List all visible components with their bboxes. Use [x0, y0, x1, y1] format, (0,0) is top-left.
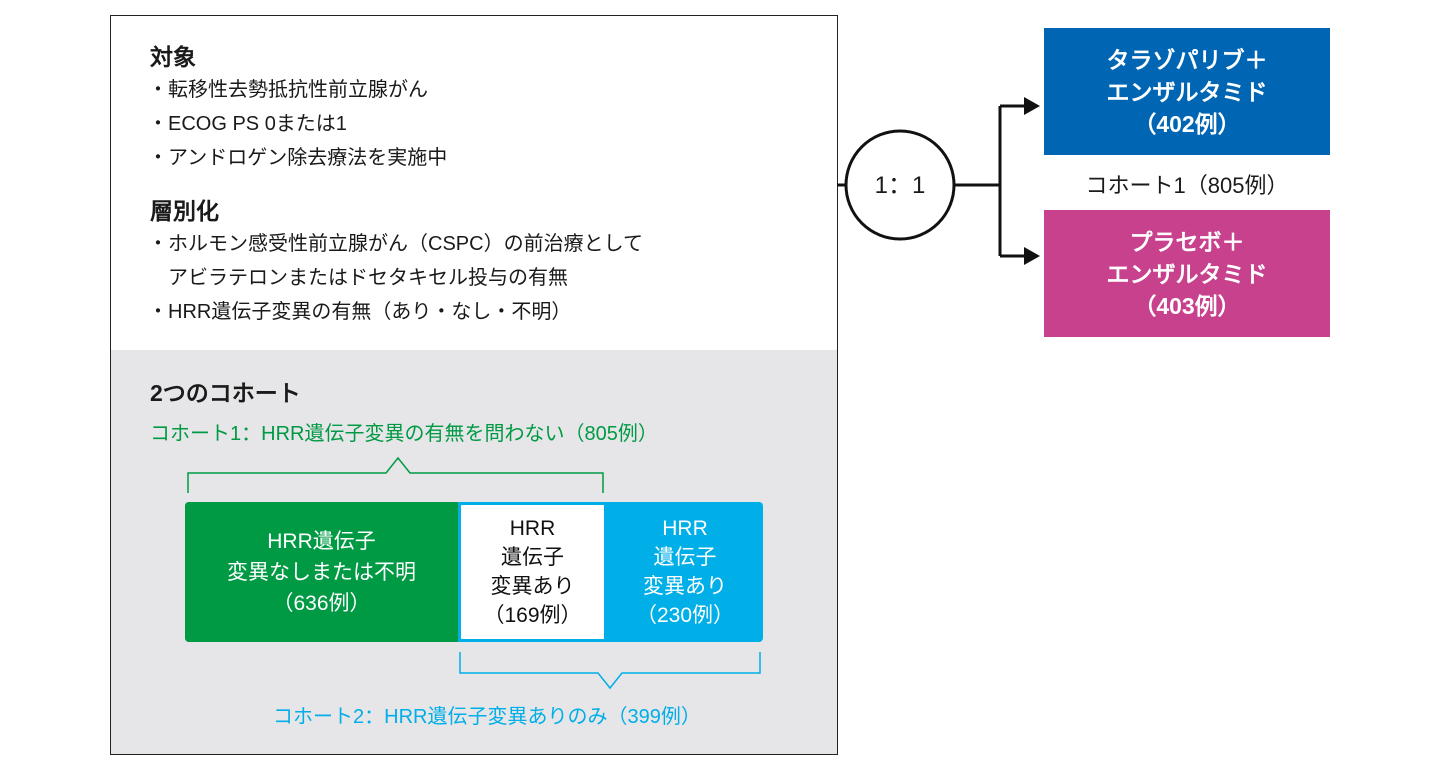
arm-text: （402例）	[1133, 110, 1241, 137]
segment-hrr-negative: HRR遺伝子 変異なしまたは不明 （636例）	[185, 502, 458, 642]
segment-text: 変異なしまたは不明	[227, 560, 416, 584]
arm-text: エンザルタミド	[1106, 260, 1268, 287]
randomization-ratio: 1：1	[874, 171, 926, 199]
arm-text: プラセボ＋	[1129, 228, 1245, 255]
segment-text: （230例）	[635, 604, 735, 627]
list-item: ・ホルモン感受性前立腺がん（CSPC）の前治療として	[148, 233, 643, 255]
segment-text: 遺伝子	[653, 546, 717, 569]
arm-text: エンザルタミド	[1106, 78, 1268, 105]
segment-text: 変異あり	[490, 575, 575, 598]
arm-placebo: プラセボ＋ エンザルタミド （403例）	[1044, 210, 1330, 337]
arm-talazoparib: タラゾパリブ＋ エンザルタミド （402例）	[1044, 28, 1330, 155]
cohort1-bracket	[187, 456, 604, 493]
stratification-list: ・ホルモン感受性前立腺がん（CSPC）の前治療として アビラテロンまたはドセタキ…	[148, 227, 643, 329]
segment-text: （636例）	[272, 591, 371, 615]
arrow-icon	[1024, 97, 1040, 115]
list-item: ・アンドロゲン除去療法を実施中	[148, 147, 448, 169]
cohort2-label: コホート2：HRR遺伝子変異ありのみ（399例）	[273, 706, 701, 728]
eligibility-list: ・転移性去勢抵抗性前立腺がん ・ECOG PS 0または1 ・アンドロゲン除去療…	[148, 73, 447, 175]
arrow-icon	[1024, 247, 1040, 265]
stratification-title: 層別化	[150, 198, 219, 224]
list-item: ・HRR遺伝子変異の有無（あり・なし・不明）	[148, 301, 572, 323]
list-item: ・転移性去勢抵抗性前立腺がん	[148, 79, 428, 101]
arms-caption: コホート1（805例）	[1085, 172, 1289, 198]
list-item: アビラテロンまたはドセタキセル投与の有無	[148, 267, 568, 289]
eligibility-title: 対象	[150, 44, 196, 70]
segment-text: HRR	[509, 517, 556, 540]
cohorts-title: 2つのコホート	[150, 380, 301, 406]
cohort2-bracket	[459, 652, 761, 690]
arm-text: （403例）	[1133, 292, 1241, 319]
segment-text: 変異あり	[643, 575, 727, 598]
segment-text: HRR遺伝子	[267, 529, 376, 553]
segment-hrr-positive-cohort1: HRR 遺伝子 変異あり （169例）	[461, 505, 604, 639]
segment-text: HRR	[662, 517, 708, 540]
cohort1-label: コホート1：HRR遺伝子変異の有無を問わない（805例）	[150, 423, 658, 445]
arm-text: タラゾパリブ＋	[1106, 46, 1268, 73]
segment-hrr-positive-cohort2: HRR 遺伝子 変異あり （230例）	[607, 505, 763, 639]
segment-text: 遺伝子	[501, 546, 564, 569]
list-item: ・ECOG PS 0または1	[148, 113, 347, 135]
segment-text: （169例）	[483, 604, 582, 627]
